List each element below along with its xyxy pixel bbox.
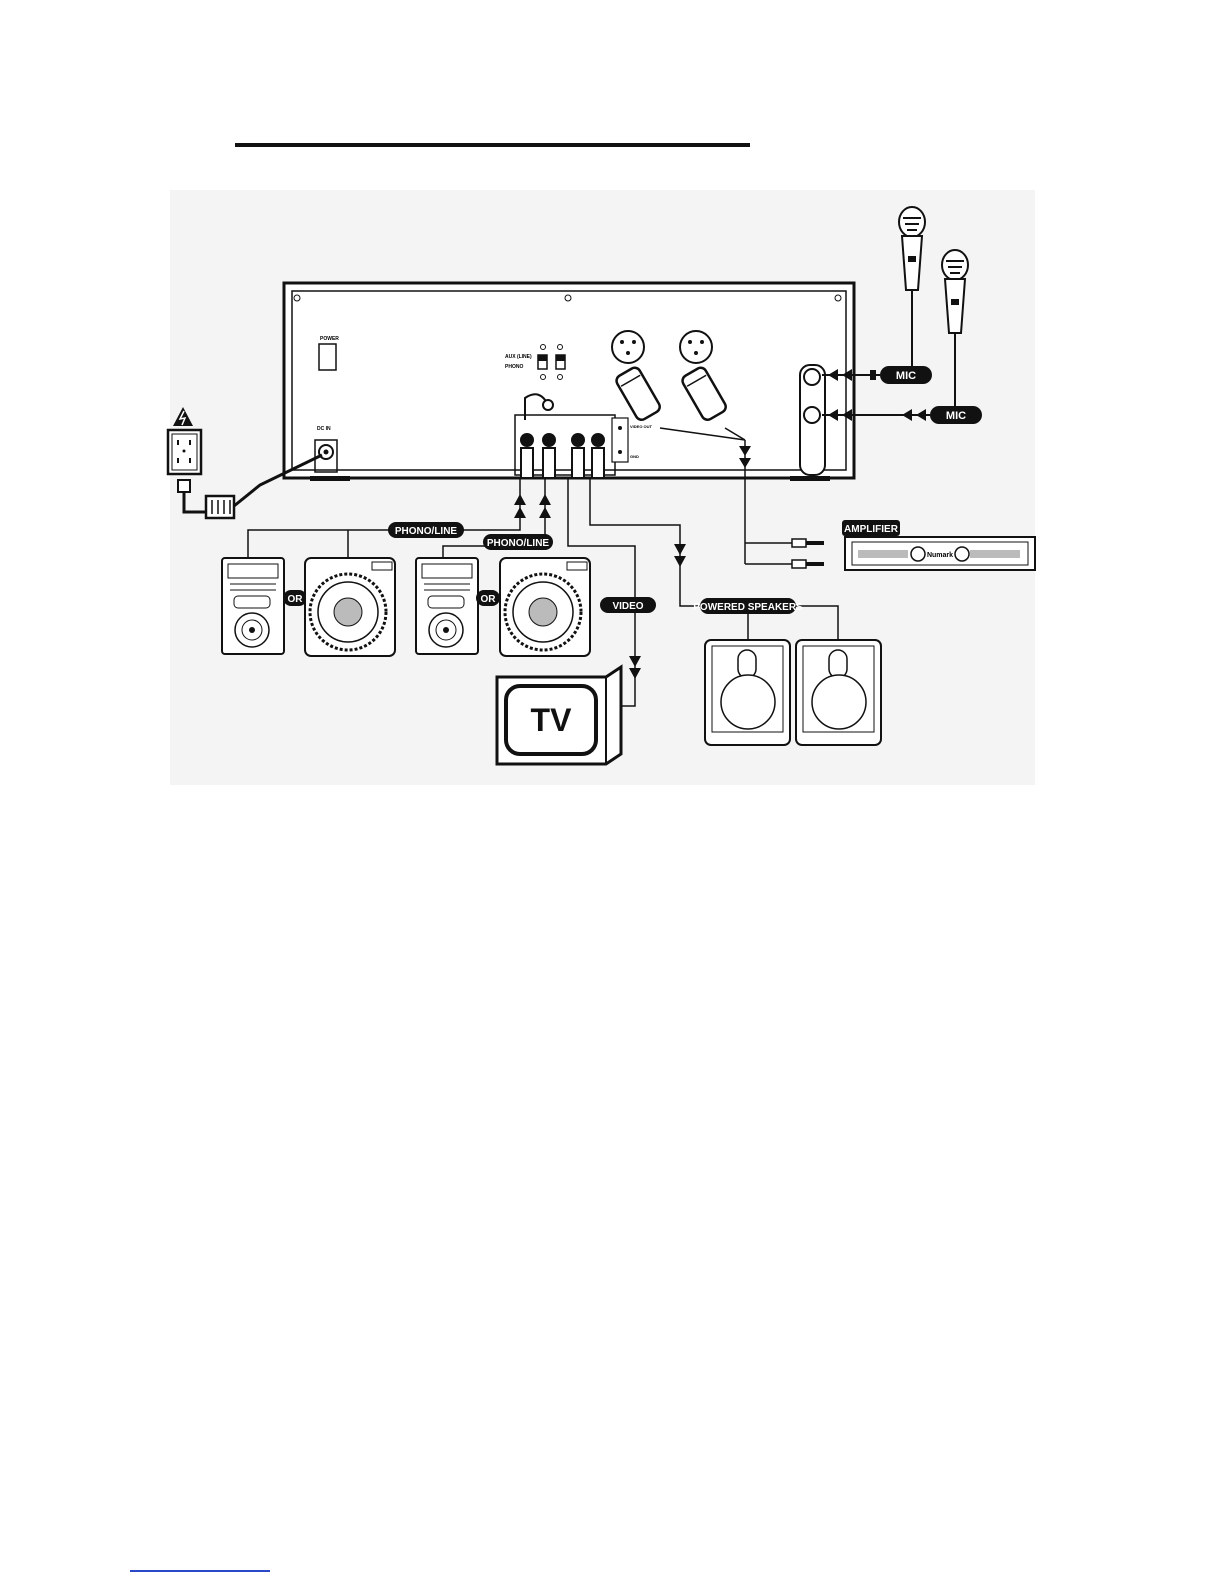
cd-player-icon <box>222 558 284 654</box>
power-switch[interactable] <box>319 344 336 370</box>
phono-line-label-2: PHONO/LINE <box>487 538 550 549</box>
speaker-icon <box>705 640 790 745</box>
television-icon: TV <box>497 667 621 764</box>
rca-jack-master-out[interactable] <box>591 433 605 447</box>
switch-phono-label: PHONO <box>505 364 523 370</box>
amplifier-label: AMPLIFIER <box>844 524 899 535</box>
switch-aux-label: AUX (LINE) <box>505 354 532 360</box>
mic-1-label: MIC <box>896 370 916 382</box>
turntable-icon <box>305 558 395 656</box>
dc-in-label: DC IN <box>317 426 331 432</box>
amplifier-brand: Numark <box>927 552 953 559</box>
rca-jack-video[interactable] <box>571 433 585 447</box>
mic-jack-1[interactable] <box>804 369 820 385</box>
amplifier-icon: Numark <box>845 537 1035 570</box>
panel-mic-jacks <box>800 365 825 475</box>
video-out-label: VIDEO OUT <box>630 424 653 429</box>
mic-2-label: MIC <box>946 410 966 422</box>
or-label-1: OR <box>288 594 304 605</box>
power-adapter-icon <box>206 496 234 518</box>
phono-line-label-1: PHONO/LINE <box>395 526 458 537</box>
rca-jack-ch1-left[interactable] <box>520 433 534 447</box>
ground-terminal[interactable] <box>543 400 553 410</box>
video-label: VIDEO <box>612 601 643 612</box>
xlr-input-1[interactable] <box>612 331 644 363</box>
mixer-rear-panel: POWER DC IN AUX (LINE) PHONO <box>284 283 854 481</box>
power-label: POWER <box>320 336 339 342</box>
powered-speakers-label: POWERED SPEAKERS <box>693 602 803 613</box>
cd-player-icon <box>416 558 478 654</box>
xlr-input-2[interactable] <box>680 331 712 363</box>
power-outlet-icon <box>168 430 201 474</box>
tv-label: TV <box>531 702 573 738</box>
or-label-2: OR <box>481 594 497 605</box>
footer-link-underline[interactable] <box>130 1570 270 1572</box>
ground-label: GND <box>630 454 639 459</box>
mic-jack-2[interactable] <box>804 407 820 423</box>
turntable-icon <box>500 558 590 656</box>
rca-jack-ch2-left[interactable] <box>542 433 556 447</box>
speaker-icon <box>796 640 881 745</box>
